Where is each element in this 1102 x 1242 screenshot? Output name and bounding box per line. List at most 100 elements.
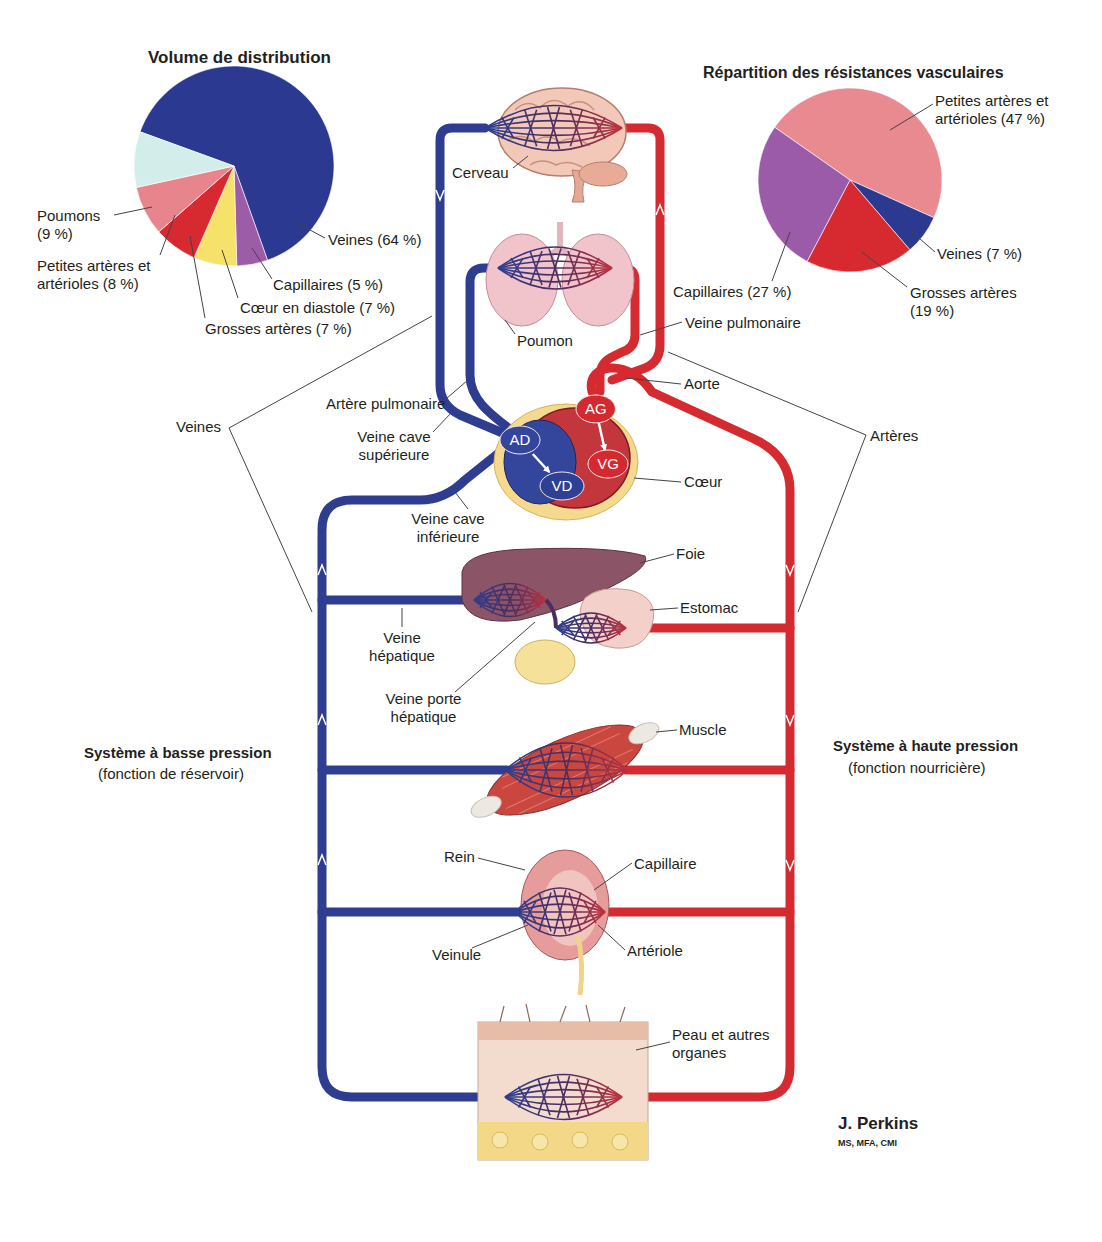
tendon xyxy=(626,718,663,748)
chamber-label: AD xyxy=(510,432,531,449)
flow-arrow xyxy=(786,860,794,870)
capillary xyxy=(554,890,566,935)
capillary-networks xyxy=(474,106,628,1120)
organ-label: Veine hépatique xyxy=(362,629,442,665)
organ-label: Grosses artères (19 %) xyxy=(910,284,1030,320)
capillary-network xyxy=(505,743,628,797)
leader-line xyxy=(222,250,238,298)
organ-label: Veines (64 %) xyxy=(328,231,421,249)
capillary xyxy=(608,621,620,635)
organ-label: Cerveau xyxy=(452,164,509,182)
ureter xyxy=(578,935,582,995)
capillary xyxy=(570,110,582,146)
fat-cell xyxy=(532,1134,548,1150)
capillary-network xyxy=(485,106,622,151)
heart-chamber: VG xyxy=(588,450,628,478)
fat-cell xyxy=(612,1134,628,1150)
capillary xyxy=(593,118,605,139)
capillary xyxy=(597,1087,609,1108)
chamber-shape xyxy=(588,450,628,478)
capillary xyxy=(516,587,528,614)
portal-vein xyxy=(546,600,556,628)
capillary xyxy=(587,258,599,278)
organ-label: Artère pulmonaire xyxy=(326,395,445,413)
muscle-fibres xyxy=(493,722,637,817)
chamber-label: VD xyxy=(552,478,573,495)
heart-chamber: AG xyxy=(576,395,615,423)
capillary xyxy=(538,1079,550,1115)
leader-line xyxy=(295,222,325,238)
leader-line xyxy=(229,316,432,612)
vein-vessel xyxy=(322,596,476,605)
capillary xyxy=(480,592,492,607)
flow-arrow xyxy=(786,715,794,725)
capillary xyxy=(528,592,540,607)
capillary-network xyxy=(515,888,605,936)
organ-label: Rein xyxy=(444,848,475,866)
capillary xyxy=(577,1079,589,1115)
chamber-shape xyxy=(500,426,540,454)
organ-label: Estomac xyxy=(680,599,738,617)
organ-label: (fonction nourricière) xyxy=(848,759,986,777)
organ-label: Répartition des résistances vasculaires xyxy=(703,63,1004,82)
capillary xyxy=(549,248,561,287)
leader-line xyxy=(114,104,935,1050)
tendon xyxy=(468,792,505,822)
organ-label: Cœur en diastole (7 %) xyxy=(240,299,395,317)
capillary xyxy=(569,893,581,932)
organ-label: Veinule xyxy=(432,946,481,964)
leader-line xyxy=(433,412,452,432)
kidney xyxy=(521,850,609,960)
capillary-network xyxy=(556,613,626,643)
organ-label: Artériole xyxy=(627,942,683,960)
capillary xyxy=(548,107,560,149)
vein-vessel xyxy=(322,766,507,775)
leader-line xyxy=(636,1042,670,1050)
leader-line xyxy=(402,608,403,627)
hair xyxy=(500,1004,625,1022)
chamber-shape xyxy=(576,395,615,423)
fat-cell xyxy=(572,1132,588,1148)
leader-line xyxy=(455,492,468,509)
capillary xyxy=(530,251,542,285)
capillary-network xyxy=(474,584,546,617)
leader-line xyxy=(650,608,678,610)
capillary xyxy=(581,748,593,792)
capillary xyxy=(524,901,536,923)
organ-label: Grosses artères (7 %) xyxy=(205,320,352,338)
artery-vessel xyxy=(626,766,790,775)
organ-label: J. Perkins xyxy=(838,1114,918,1134)
capillary xyxy=(568,251,580,285)
capillary xyxy=(492,587,504,614)
organ-label: Veine cave supérieure xyxy=(344,428,444,464)
organ-label: Système à haute pression xyxy=(833,737,1018,755)
organ-label: Aorte xyxy=(684,375,720,393)
organ-label: Veine porte hépatique xyxy=(376,690,471,726)
capillary xyxy=(519,1087,531,1108)
pie-slice xyxy=(134,132,234,188)
cerebellum xyxy=(579,162,627,186)
organ-label: Foie xyxy=(676,545,705,563)
organ-label: Capillaires (27 %) xyxy=(673,283,791,301)
flow-arrow xyxy=(318,715,326,725)
chamber-text-group: AG xyxy=(585,401,607,418)
capillary-network xyxy=(505,1075,622,1120)
chamber-label: AG xyxy=(585,401,607,418)
flow-arrow xyxy=(318,190,794,870)
organ-label: (fonction de réservoir) xyxy=(98,765,244,783)
capillary xyxy=(520,757,532,782)
leader-line xyxy=(114,207,152,215)
capillary xyxy=(585,614,597,642)
leader-line xyxy=(505,320,515,334)
capillary xyxy=(502,118,514,139)
epidermis xyxy=(478,1022,648,1040)
leader-line xyxy=(640,554,674,563)
capillary-network xyxy=(498,247,612,289)
chamber-shape xyxy=(540,472,584,500)
pericardium xyxy=(494,404,638,520)
capillary xyxy=(525,110,537,146)
leader-line xyxy=(190,236,205,318)
heart xyxy=(494,404,638,520)
